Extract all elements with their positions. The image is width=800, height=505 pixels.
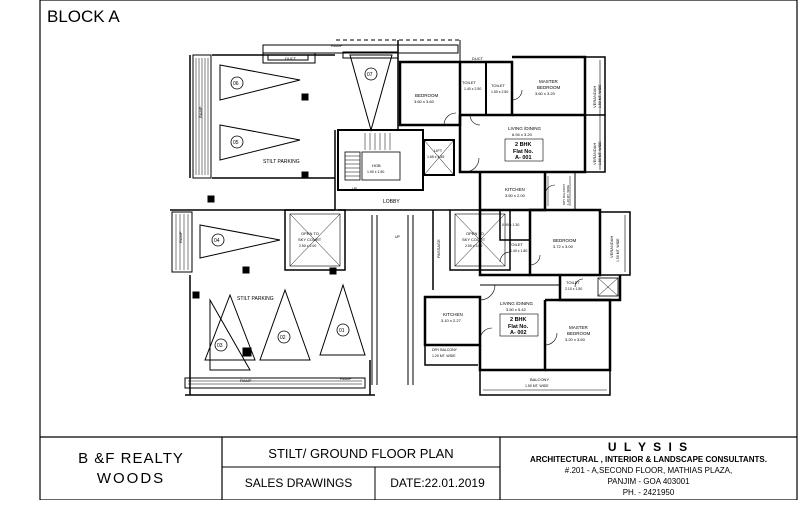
a002-flat-no-label: Flat No. bbox=[508, 324, 529, 330]
flat-a002-labels: BEDROOM 3.72 x 3.00 TOILET 1.40 x 1.80 0… bbox=[432, 223, 620, 388]
developer-name-line1: B &F REALTY bbox=[78, 449, 184, 467]
a001-toilet1-size: 1.40 x 2.50 bbox=[464, 87, 481, 91]
a001-kitchen-size: 3.50 x 2.00 bbox=[505, 193, 526, 198]
a002-toilet2: TOILET bbox=[566, 280, 580, 285]
sky-court-right-line2: SKY COURT bbox=[462, 237, 486, 242]
a002-master: MASTER bbox=[569, 325, 589, 330]
a001-verandah-top-size: 1.50 MT. WIDE bbox=[598, 84, 602, 108]
a001-dry-balcony: DRY BALCONY bbox=[562, 184, 566, 205]
passage-label: PASSAGE bbox=[436, 239, 441, 258]
ramp-label-bottom: RAMP bbox=[340, 376, 352, 381]
a001-living: LIVING /DINING bbox=[508, 126, 542, 131]
firm-address-line2: PANJIM - GOA 403001 bbox=[607, 477, 690, 486]
a001-master-size: 3.60 x 3.20 bbox=[535, 91, 556, 96]
parking-bay-04: 04 bbox=[214, 238, 220, 244]
a001-toilet2-size: 1.50 x 2.50 bbox=[491, 90, 508, 94]
lift-label: LIFT bbox=[434, 148, 443, 153]
firm-name: U L Y S I S bbox=[607, 439, 690, 454]
a002-dry-balcony-size: 1.20 MT. WIDE bbox=[432, 354, 456, 358]
up-label-lobby: UP bbox=[395, 235, 401, 239]
a001-dry-balcony-size: 1.20 MT. WIDE bbox=[566, 185, 570, 205]
stilt-parking-label-top: STILT PARKING bbox=[263, 159, 300, 165]
a001-living-size: 6.94 x 3.20 bbox=[512, 132, 533, 137]
a002-living-size: 3.50 x 5.42 bbox=[506, 307, 527, 312]
a002-dry-balcony: DRY BALCONY bbox=[432, 348, 458, 352]
hob-label: HOB bbox=[372, 163, 381, 168]
up-label-stair: UP bbox=[352, 187, 358, 191]
a001-kitchen: KITCHEN bbox=[505, 187, 525, 192]
drawing-date: DATE:22.01.2019 bbox=[390, 476, 485, 490]
a002-bedroom-size: 3.72 x 3.00 bbox=[553, 244, 574, 249]
ramp-label-top: RAMP bbox=[331, 43, 343, 48]
a002-kitchen: KITCHEN bbox=[443, 312, 463, 317]
a002-balcony: BALCONY bbox=[530, 377, 549, 382]
firm-phone: PH. - 2421950 bbox=[622, 488, 675, 497]
door-swings bbox=[443, 89, 584, 346]
drawing-type: SALES DRAWINGS bbox=[244, 476, 353, 490]
flat-a002-walls bbox=[423, 208, 631, 396]
a001-flat-no-label: Flat No. bbox=[513, 149, 534, 155]
lift-size: 1.65 x 1.55 bbox=[427, 155, 444, 159]
duct-label-top: DUCT bbox=[285, 56, 297, 61]
title-block-lines bbox=[40, 436, 797, 500]
parking-bay-05: 05 bbox=[233, 140, 239, 146]
parking-bay-07: 07 bbox=[367, 72, 373, 78]
a002-balcony-size: 1.50 MT. WIDE bbox=[525, 384, 549, 388]
a002-kitchen-size: 3.10 x 2.27 bbox=[441, 318, 462, 323]
a001-flat-no: A- 001 bbox=[515, 155, 532, 161]
parking-bay-markers: 01 02 03 04 05 06 07 bbox=[211, 67, 378, 352]
ramp-label-left-lower: RAMP bbox=[178, 231, 183, 243]
a001-verandah-top: VERANDAH bbox=[592, 86, 597, 108]
a001-bedroom: BEDROOM bbox=[415, 93, 439, 98]
a001-master-bedroom: BEDROOM bbox=[537, 85, 561, 90]
a002-flat-type: 2 BHK bbox=[510, 317, 527, 323]
a001-verandah-bottom: VERANDAH bbox=[592, 143, 597, 165]
sheet-border bbox=[39, 0, 798, 501]
lobby-label: LOBBY bbox=[383, 199, 400, 205]
a002-verandah-size: 1.50 MT. WIDE bbox=[616, 238, 620, 262]
a002-toilet-top-size: 0.90 x 1.30 bbox=[502, 223, 519, 227]
block-title: BLOCK A bbox=[47, 7, 120, 26]
hob-size: 1.90 x 1.50 bbox=[367, 170, 384, 174]
a002-flat-no: A- 002 bbox=[510, 330, 527, 336]
stilt-parking-label-bottom: STILT PARKING bbox=[237, 296, 274, 302]
parking-bay-02: 02 bbox=[280, 335, 286, 341]
flat-a001-labels: BEDROOM 3.60 x 3.60 TOILET 1.40 x 2.50 T… bbox=[414, 79, 602, 205]
parking-bay-03: 03 bbox=[217, 343, 223, 349]
a002-toilet2-size: 2.10 x 1.50 bbox=[565, 287, 582, 291]
sky-court-left-size: 2.50 x 2.00 bbox=[299, 244, 316, 248]
a002-master-bedroom: BEDROOM bbox=[567, 331, 591, 336]
flat-a001-walls bbox=[398, 55, 606, 212]
firm-description: ARCHITECTURAL , INTERIOR & LANDSCAPE CON… bbox=[530, 455, 767, 464]
a002-toilet1-size: 1.40 x 1.80 bbox=[510, 249, 527, 253]
a001-bedroom-size: 3.60 x 3.60 bbox=[414, 99, 435, 104]
drawing-title: STILT/ GROUND FLOOR PLAN bbox=[268, 445, 454, 461]
ramp-label-bottom-left: RAMP bbox=[240, 378, 252, 383]
a001-toilet1: TOILET bbox=[462, 80, 476, 85]
sky-court-left-line2: SKY COURT bbox=[298, 237, 322, 242]
a001-master: MASTER bbox=[539, 79, 559, 84]
a002-toilet1: TOILET bbox=[509, 242, 523, 247]
duct-label-flat: DUCT bbox=[472, 56, 484, 61]
sky-court-right-line1: OPEN TO bbox=[466, 231, 484, 236]
parking-bay-01: 01 bbox=[339, 328, 345, 334]
sky-court-right-size: 2.50 x 3.00 bbox=[465, 244, 482, 248]
firm-address-line1: #.201 - A,SECOND FLOOR, MATHIAS PLAZA, bbox=[564, 466, 733, 475]
a001-verandah-bottom-size: 1.50 MT. WIDE bbox=[598, 141, 602, 165]
a002-master-size: 3.20 x 3.60 bbox=[565, 337, 586, 342]
a001-toilet2: TOILET bbox=[491, 83, 505, 88]
lobby-core bbox=[337, 129, 455, 385]
parking-bay-06: 06 bbox=[233, 81, 239, 87]
a002-verandah: VERANDAH bbox=[609, 236, 614, 258]
a002-bedroom: BEDROOM bbox=[553, 238, 577, 243]
a001-flat-type: 2 BHK bbox=[515, 142, 532, 148]
developer-name-line2: WOODS bbox=[96, 469, 166, 487]
sky-court-left-line1: OPEN TO bbox=[301, 231, 319, 236]
ramp-label-left: RAMP bbox=[198, 106, 203, 118]
a002-living: LIVING /DINING bbox=[500, 301, 534, 306]
